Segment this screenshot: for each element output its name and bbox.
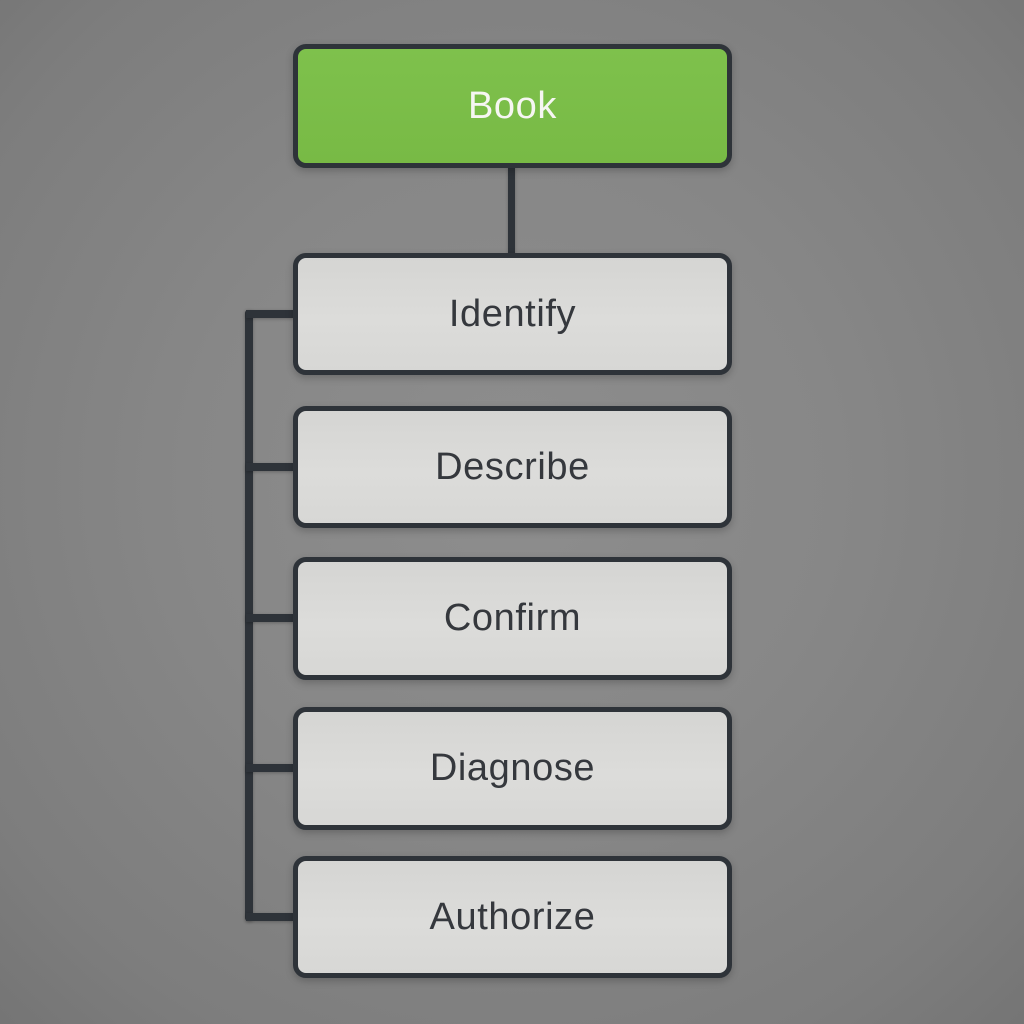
- node-confirm: Confirm: [293, 557, 732, 680]
- node-diagnose: Diagnose: [293, 707, 732, 830]
- node-authorize: Authorize: [293, 856, 732, 978]
- node-describe-label: Describe: [435, 445, 590, 488]
- node-diagnose-label: Diagnose: [429, 747, 596, 789]
- connector-stub-confirm: [246, 614, 295, 622]
- node-confirm-label: Confirm: [443, 597, 582, 639]
- connector-book-to-identify: [508, 166, 515, 255]
- node-describe: Describe: [293, 406, 732, 528]
- node-identify-label: Identify: [448, 292, 577, 335]
- connector-stub-authorize: [246, 913, 295, 921]
- connector-stub-describe: [246, 463, 295, 471]
- node-identify: Identify: [293, 253, 732, 375]
- node-authorize-label: Authorize: [429, 895, 596, 938]
- node-book: Book: [293, 44, 732, 168]
- connector-stub-diagnose: [246, 764, 295, 772]
- node-book-label: Book: [467, 84, 557, 127]
- connector-stub-identify: [246, 310, 295, 318]
